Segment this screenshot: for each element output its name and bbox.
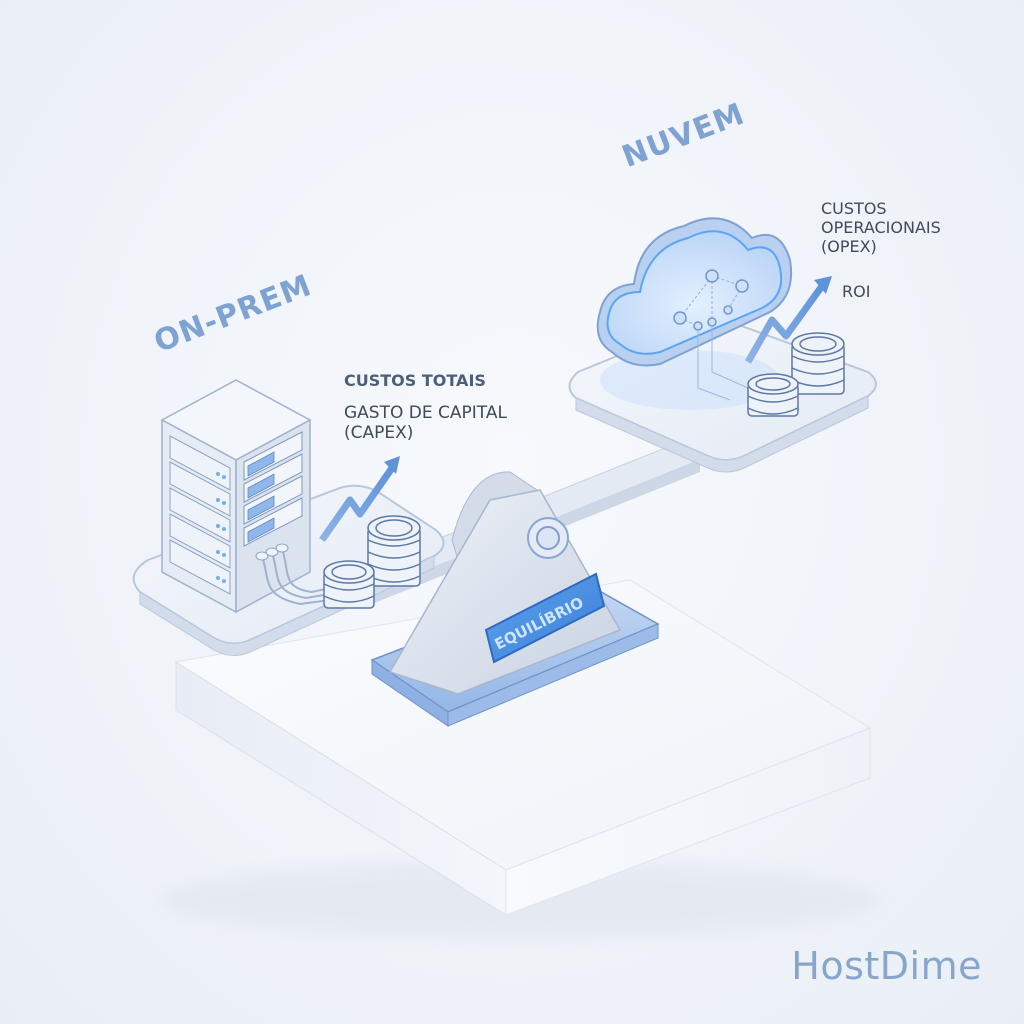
opex-line-1: CUSTOS (821, 199, 887, 218)
pedestal (160, 579, 880, 940)
capex-line-2: (CAPEX) (344, 423, 414, 443)
cloud-coin-stack-icon (747, 332, 845, 417)
balance-scale-icon: EQUILÍBRIO (370, 471, 660, 727)
capex-line-1: GASTO DE CAPITAL (344, 403, 507, 423)
server-rack-icon (160, 379, 331, 614)
opex-line-2: OPERACIONAIS (821, 218, 941, 237)
onprem-capex-label: GASTO DE CAPITAL (CAPEX) (344, 403, 507, 443)
cloud-roi-label: ROI (842, 282, 871, 301)
brand-logo-text: HostDime (791, 944, 982, 988)
onprem-total-costs-label: CUSTOS TOTAIS (344, 371, 486, 390)
cloud-trend-up-arrow-icon (744, 276, 832, 364)
cloud-opex-label: CUSTOS OPERACIONAIS (OPEX) (821, 199, 941, 256)
opex-line-3: (OPEX) (821, 237, 877, 256)
cloud-network-icon (596, 217, 792, 401)
onprem-coin-stack-icon (323, 515, 421, 609)
onprem-trend-up-arrow-icon (319, 456, 400, 543)
